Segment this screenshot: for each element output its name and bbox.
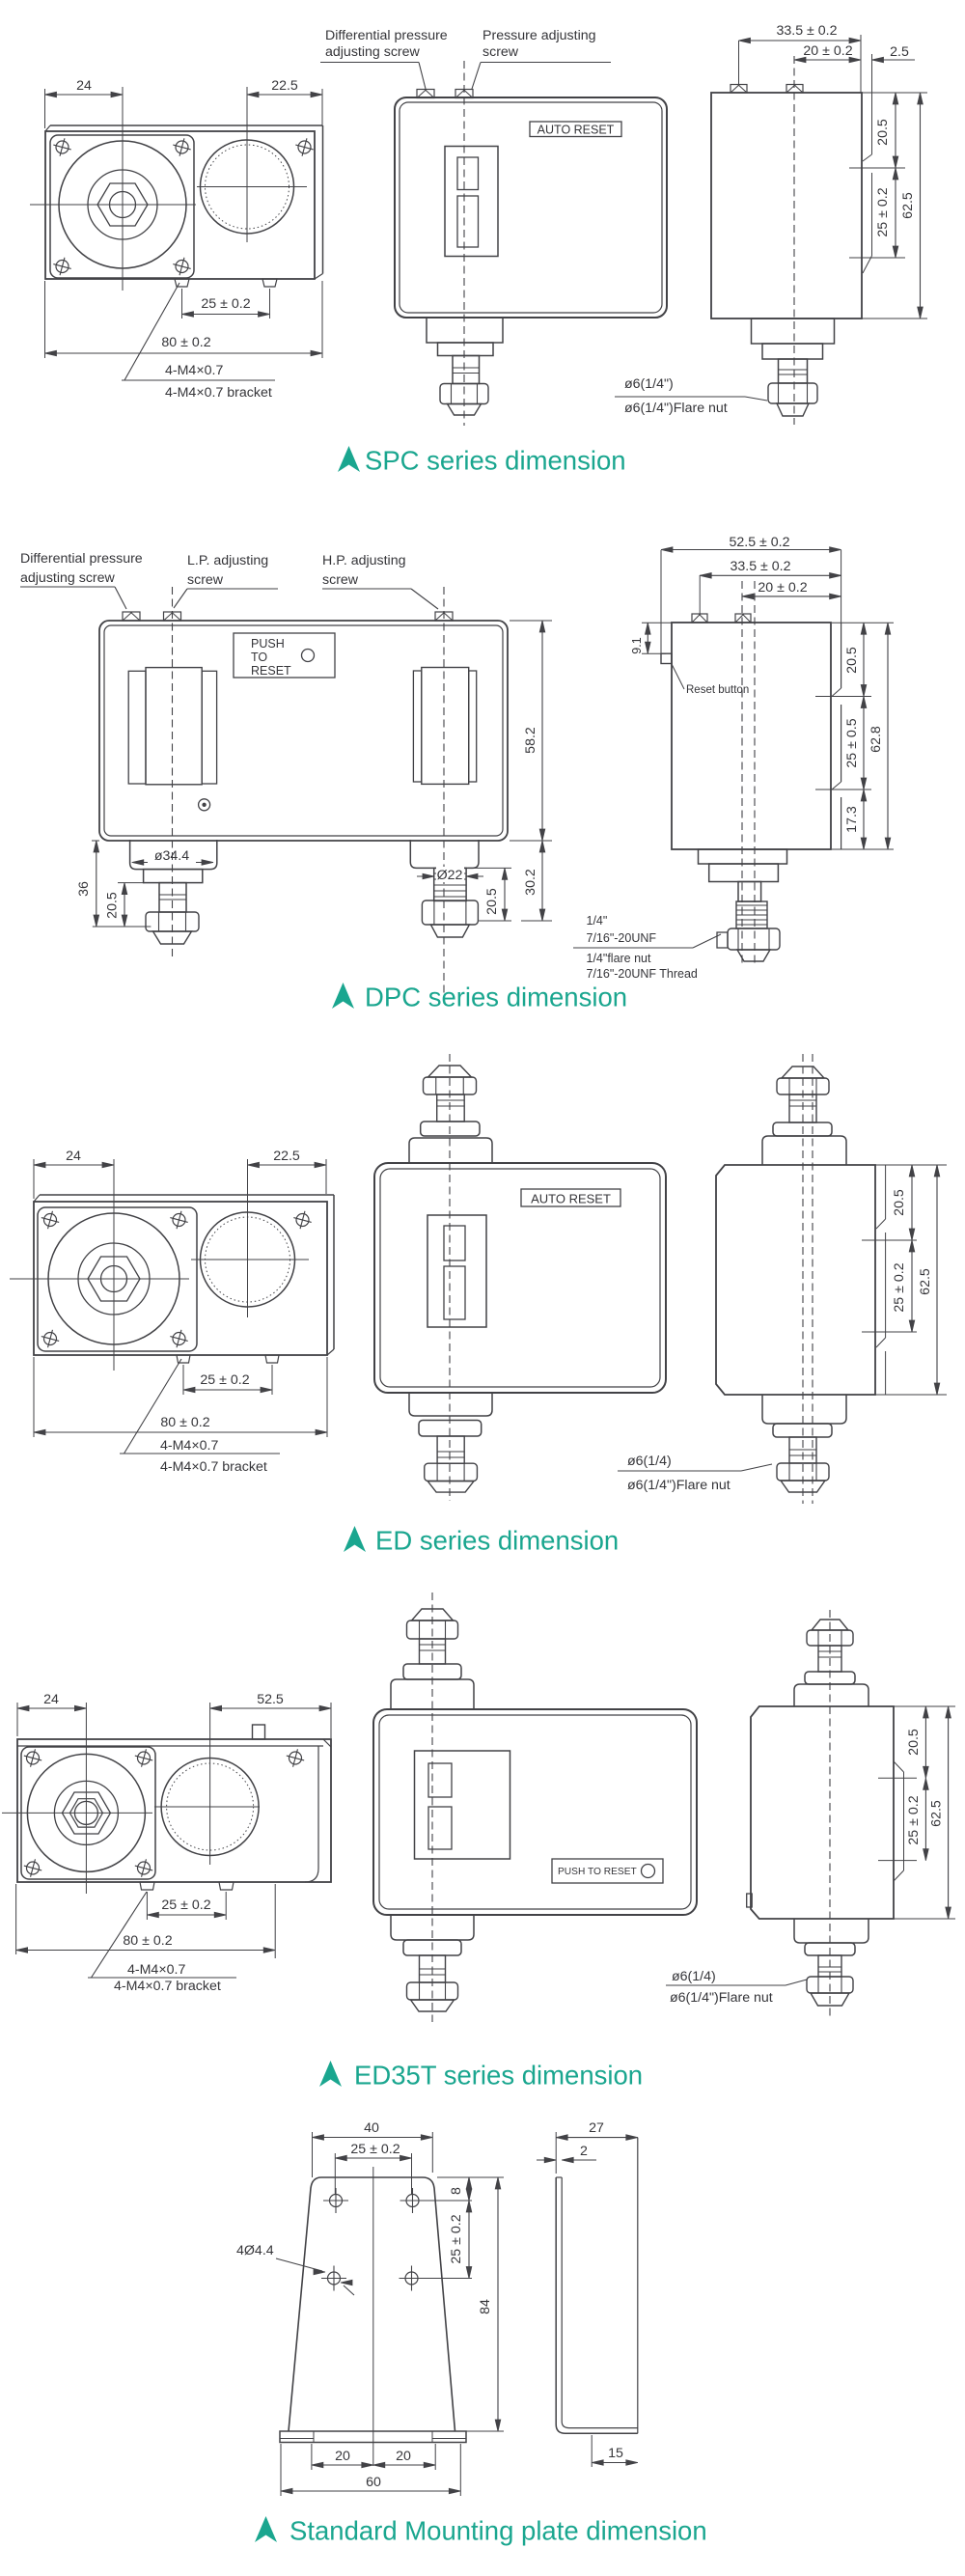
svg-text:80 ± 0.2: 80 ± 0.2 [160, 1415, 209, 1430]
svg-text:1/4": 1/4" [587, 914, 608, 928]
svg-text:24: 24 [66, 1149, 81, 1164]
svg-text:25 ± 0.2: 25 ± 0.2 [906, 1795, 922, 1844]
svg-text:L.P. adjusting: L.P. adjusting [187, 553, 268, 568]
svg-text:36: 36 [76, 881, 92, 897]
svg-text:20 ± 0.2: 20 ± 0.2 [758, 580, 807, 596]
svg-text:ED series dimension: ED series dimension [375, 1526, 619, 1556]
svg-text:ø6(1/4): ø6(1/4) [627, 1454, 672, 1469]
svg-text:4-M4×0.7 bracket: 4-M4×0.7 bracket [114, 1979, 221, 1994]
svg-text:80 ± 0.2: 80 ± 0.2 [123, 1933, 172, 1949]
svg-text:25 ± 0.2: 25 ± 0.2 [449, 2214, 464, 2263]
svg-text:8: 8 [449, 2187, 464, 2195]
svg-text:52.5: 52.5 [257, 1692, 284, 1707]
svg-text:52.5 ± 0.2: 52.5 ± 0.2 [729, 535, 789, 550]
svg-text:20: 20 [335, 2449, 350, 2464]
svg-text:33.5 ± 0.2: 33.5 ± 0.2 [776, 23, 837, 39]
svg-text:27: 27 [589, 2120, 604, 2136]
svg-text:84: 84 [478, 2299, 493, 2314]
svg-text:4-M4×0.7: 4-M4×0.7 [160, 1438, 218, 1454]
svg-text:DPC series dimension: DPC series dimension [365, 983, 627, 1012]
svg-text:62.5: 62.5 [918, 1268, 933, 1295]
svg-text:TO: TO [251, 651, 267, 664]
svg-text:ø6(1/4")Flare nut: ø6(1/4")Flare nut [627, 1478, 731, 1493]
svg-text:62.5: 62.5 [900, 192, 916, 219]
svg-text:7/16"-20UNF Thread: 7/16"-20UNF Thread [587, 967, 698, 981]
svg-text:7/16"-20UNF: 7/16"-20UNF [587, 931, 657, 945]
svg-text:Reset button: Reset button [686, 684, 749, 696]
svg-text:24: 24 [76, 78, 92, 94]
svg-text:AUTO RESET: AUTO RESET [531, 1192, 611, 1206]
svg-text:ø6(1/4"): ø6(1/4") [624, 376, 674, 392]
svg-text:screw: screw [187, 572, 224, 588]
svg-text:2.5: 2.5 [890, 44, 909, 60]
svg-text:25 ± 0.2: 25 ± 0.2 [200, 1372, 249, 1388]
svg-text:1/4"flare nut: 1/4"flare nut [587, 952, 652, 965]
svg-text:20: 20 [396, 2449, 411, 2464]
svg-text:20.5: 20.5 [892, 1189, 907, 1216]
svg-text:62.8: 62.8 [868, 726, 884, 753]
svg-text:20.5: 20.5 [484, 888, 500, 915]
svg-text:Differential pressure: Differential pressure [20, 551, 143, 567]
svg-text:25 ± 0.2: 25 ± 0.2 [350, 2142, 400, 2157]
svg-text:Ø22: Ø22 [437, 868, 463, 883]
svg-text:17.3: 17.3 [844, 806, 860, 833]
svg-text:25 ± 0.2: 25 ± 0.2 [201, 296, 250, 312]
svg-text:58.2: 58.2 [523, 727, 538, 754]
svg-text:20 ± 0.2: 20 ± 0.2 [803, 43, 852, 59]
svg-text:40: 40 [364, 2120, 379, 2136]
svg-text:20.5: 20.5 [105, 892, 121, 919]
svg-text:20.5: 20.5 [906, 1729, 922, 1756]
svg-text:ø6(1/4): ø6(1/4) [672, 1969, 716, 1984]
svg-text:adjusting screw: adjusting screw [20, 570, 116, 586]
svg-text:PUSH TO RESET: PUSH TO RESET [558, 1867, 637, 1877]
svg-text:ø6(1/4")Flare nut: ø6(1/4")Flare nut [624, 401, 728, 416]
svg-text:30.2: 30.2 [523, 869, 538, 896]
svg-text:22.5: 22.5 [273, 1149, 300, 1164]
svg-text:4Ø4.4: 4Ø4.4 [236, 2243, 274, 2258]
svg-text:ø6(1/4")Flare nut: ø6(1/4")Flare nut [670, 1990, 773, 2006]
svg-text:25 ± 0.2: 25 ± 0.2 [875, 187, 891, 236]
svg-text:33.5 ± 0.2: 33.5 ± 0.2 [730, 559, 790, 574]
svg-text:H.P. adjusting: H.P. adjusting [322, 553, 406, 568]
svg-text:ø34.4: ø34.4 [154, 848, 189, 864]
svg-text:4-M4×0.7 bracket: 4-M4×0.7 bracket [160, 1459, 267, 1475]
svg-text:4-M4×0.7: 4-M4×0.7 [127, 1962, 185, 1978]
svg-text:20.5: 20.5 [844, 647, 860, 674]
svg-text:4-M4×0.7: 4-M4×0.7 [165, 363, 223, 378]
svg-text:screw: screw [482, 44, 519, 60]
svg-text:60: 60 [366, 2475, 381, 2490]
svg-text:22.5: 22.5 [271, 78, 298, 94]
svg-text:25 ± 0.2: 25 ± 0.2 [892, 1262, 907, 1312]
svg-text:9.1: 9.1 [630, 637, 644, 653]
svg-text:62.5: 62.5 [929, 1800, 945, 1827]
svg-text:screw: screw [322, 572, 359, 588]
svg-text:15: 15 [608, 2446, 623, 2461]
svg-text:80 ± 0.2: 80 ± 0.2 [161, 335, 210, 350]
svg-text:24: 24 [43, 1692, 59, 1707]
svg-text:SPC series dimension: SPC series dimension [365, 446, 626, 476]
svg-text:AUTO RESET: AUTO RESET [538, 124, 615, 137]
svg-text:Standard Mounting plate dimens: Standard Mounting plate dimension [290, 2516, 707, 2546]
svg-text:20.5: 20.5 [875, 119, 891, 146]
svg-text:25 ± 0.5: 25 ± 0.5 [844, 718, 860, 767]
svg-text:ED35T series dimension: ED35T series dimension [354, 2061, 643, 2091]
svg-text:4-M4×0.7 bracket: 4-M4×0.7 bracket [165, 385, 272, 401]
svg-text:RESET: RESET [251, 664, 291, 678]
svg-text:25 ± 0.2: 25 ± 0.2 [161, 1897, 210, 1913]
svg-text:2: 2 [580, 2144, 588, 2159]
svg-text:adjusting screw: adjusting screw [325, 44, 421, 60]
svg-text:PUSH: PUSH [251, 637, 285, 651]
svg-text:Differential pressure: Differential pressure [325, 28, 448, 43]
svg-text:Pressure adjusting: Pressure adjusting [482, 28, 596, 43]
